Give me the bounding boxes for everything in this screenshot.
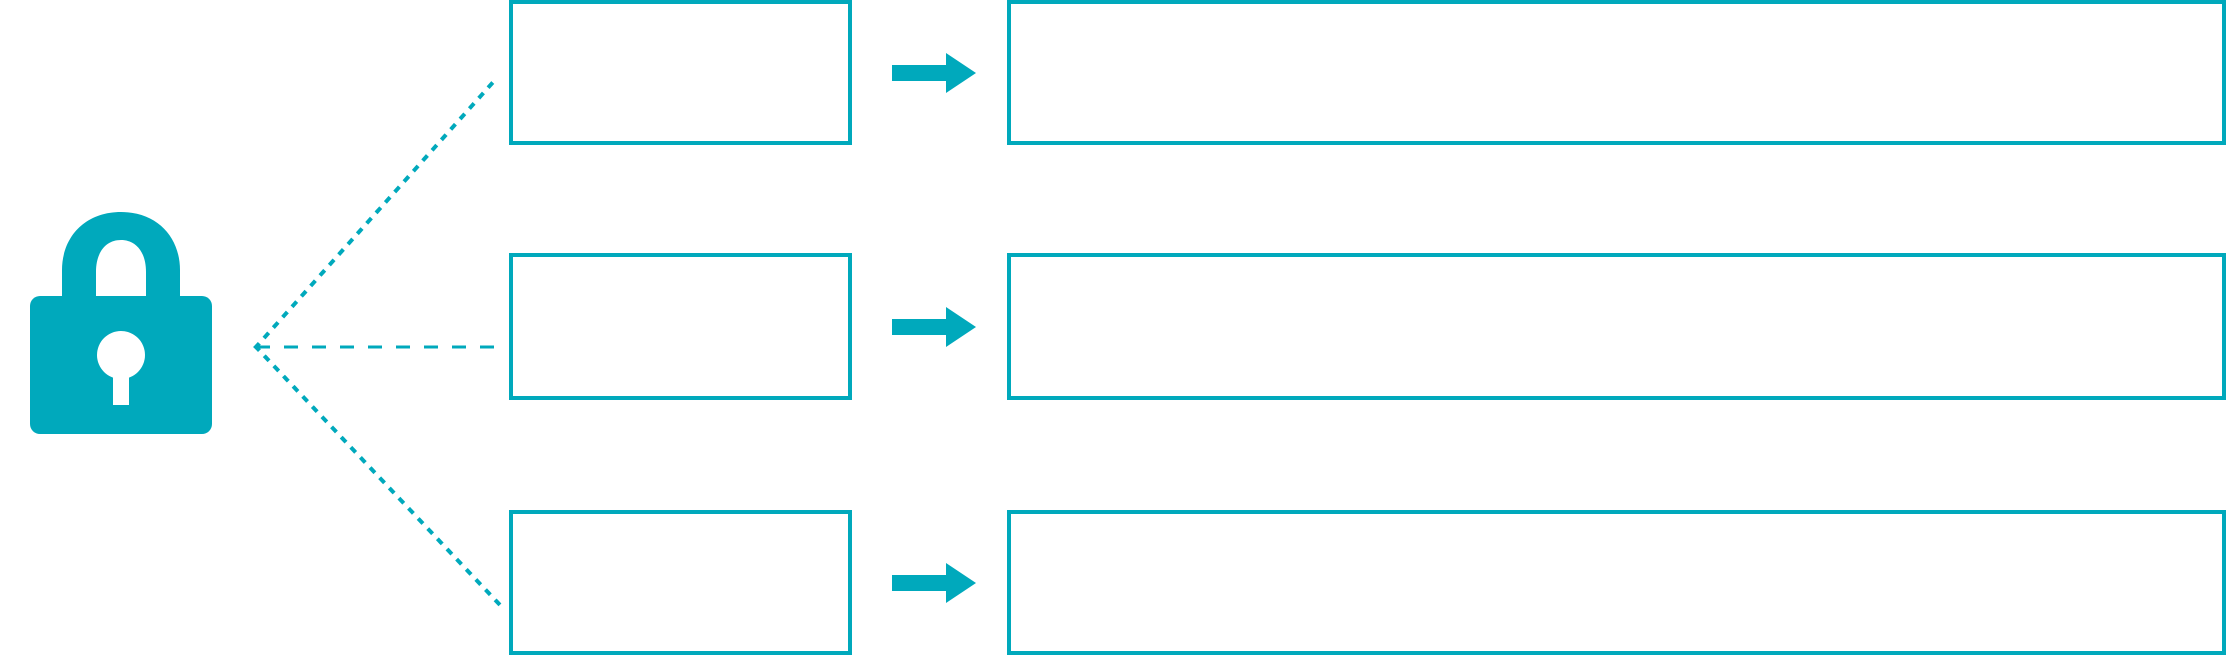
left-box[interactable]	[509, 510, 852, 655]
lock-icon	[26, 150, 216, 440]
right-box[interactable]	[1007, 0, 2226, 145]
arrow-right-icon	[892, 306, 976, 347]
flow-row	[0, 0, 2229, 145]
flow-row	[0, 510, 2229, 655]
flow-row	[0, 253, 2229, 400]
right-box[interactable]	[1007, 510, 2226, 655]
left-box[interactable]	[509, 0, 852, 145]
arrow-right-icon	[892, 52, 976, 93]
arrow-right-icon	[892, 562, 976, 603]
left-box[interactable]	[509, 253, 852, 400]
right-box[interactable]	[1007, 253, 2226, 400]
